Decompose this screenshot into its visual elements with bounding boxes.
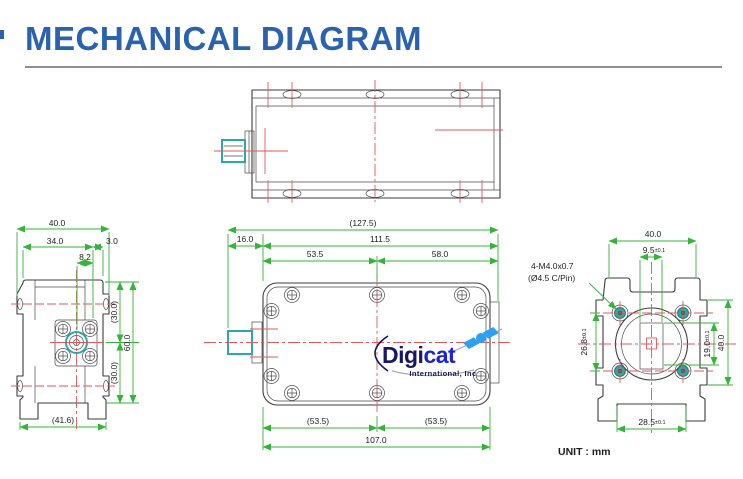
title-divider xyxy=(25,66,722,68)
screw xyxy=(454,385,470,401)
dim-left-offset: 8.2 xyxy=(79,252,91,262)
digicat-logo: Digicat International, Inc xyxy=(374,326,503,378)
satellite-icon xyxy=(463,326,499,350)
screw xyxy=(454,287,470,303)
dim-plan-bottom-half-right: (53.5) xyxy=(425,416,447,426)
dim-left-width-3: 3.0 xyxy=(106,236,118,246)
left-view-centerlines xyxy=(11,270,115,430)
dim-right-overall-width: 40.0 xyxy=(645,229,662,239)
thread-note-line2: (Ø4.5 C/Pin) xyxy=(528,273,575,283)
dim-left-overall-height: 60.0 xyxy=(122,334,132,351)
screw xyxy=(82,321,98,337)
accent-square xyxy=(0,30,4,39)
dim-left-half-bottom: (30.0) xyxy=(109,362,119,384)
screw xyxy=(55,321,71,337)
logo-underline xyxy=(391,369,475,377)
dim-left-half-top: (30.0) xyxy=(109,301,119,323)
right-view-drawing: 40.0 9.5±0.1 4-M4.0x0.7 (Ø4.5 C/Pin) 26.… xyxy=(528,229,736,433)
dim-left-foot-width: (41.6) xyxy=(52,415,74,425)
logo-swoosh xyxy=(374,335,389,372)
plan-view-dimensions: (127.5) 16.0 111.5 53.5 58.0 (53.5) (53.… xyxy=(227,218,499,451)
screw xyxy=(82,348,98,364)
dim-right-bore-height: 19.0±0.1 xyxy=(702,330,712,357)
left-view-outline xyxy=(16,279,110,420)
plan-view-drawing: (127.5) 16.0 111.5 53.5 58.0 (53.5) (53.… xyxy=(204,218,513,451)
dim-right-screw-spacing: 26.8±0.1 xyxy=(579,328,589,355)
logo-wordmark: Digicat xyxy=(382,342,456,368)
right-view-centerlines xyxy=(578,262,736,433)
dim-plan-rear-half: 58.0 xyxy=(432,249,449,259)
left-view-dimensions: 40.0 34.0 3.0 8.2 (30.0) (30.0) xyxy=(16,218,139,431)
screw xyxy=(284,385,300,401)
plan-view-centerlines xyxy=(204,274,513,414)
screw xyxy=(284,287,300,303)
unit-label: UNIT : mm xyxy=(558,446,611,458)
left-view-drawing: 40.0 34.0 3.0 8.2 (30.0) (30.0) xyxy=(11,218,139,431)
dim-left-overall-width: 40.0 xyxy=(49,218,66,228)
side-view-centerlines xyxy=(214,80,503,203)
dim-plan-connector-length: 16.0 xyxy=(237,234,254,244)
logo-tagline: International, Inc xyxy=(409,369,476,378)
plan-view-outline xyxy=(251,282,500,406)
dim-plan-body-length: 111.5 xyxy=(370,234,390,244)
dim-right-slot-width: 9.5±0.1 xyxy=(643,245,666,255)
dim-plan-mount-length: 107.0 xyxy=(365,435,387,445)
dim-plan-bottom-half-left: (53.5) xyxy=(307,416,329,426)
dim-plan-overall-length: (127.5) xyxy=(350,218,377,228)
page-title: MECHANICAL DIAGRAM xyxy=(25,20,423,57)
dim-right-foot-spacing: 28.5±0.1 xyxy=(638,417,665,427)
screw xyxy=(263,368,280,384)
dim-left-width-34: 34.0 xyxy=(47,236,64,246)
dim-right-overall-height: 40.0 xyxy=(716,334,726,351)
right-view-dimensions: 40.0 9.5±0.1 4-M4.0x0.7 (Ø4.5 C/Pin) 26.… xyxy=(528,229,733,433)
side-view-drawing xyxy=(214,80,503,203)
dim-plan-front-half: 53.5 xyxy=(307,249,324,259)
thread-note-line1: 4-M4.0x0.7 xyxy=(531,261,574,271)
side-view-outline xyxy=(244,89,501,199)
screw xyxy=(55,348,71,364)
screw xyxy=(263,303,280,319)
